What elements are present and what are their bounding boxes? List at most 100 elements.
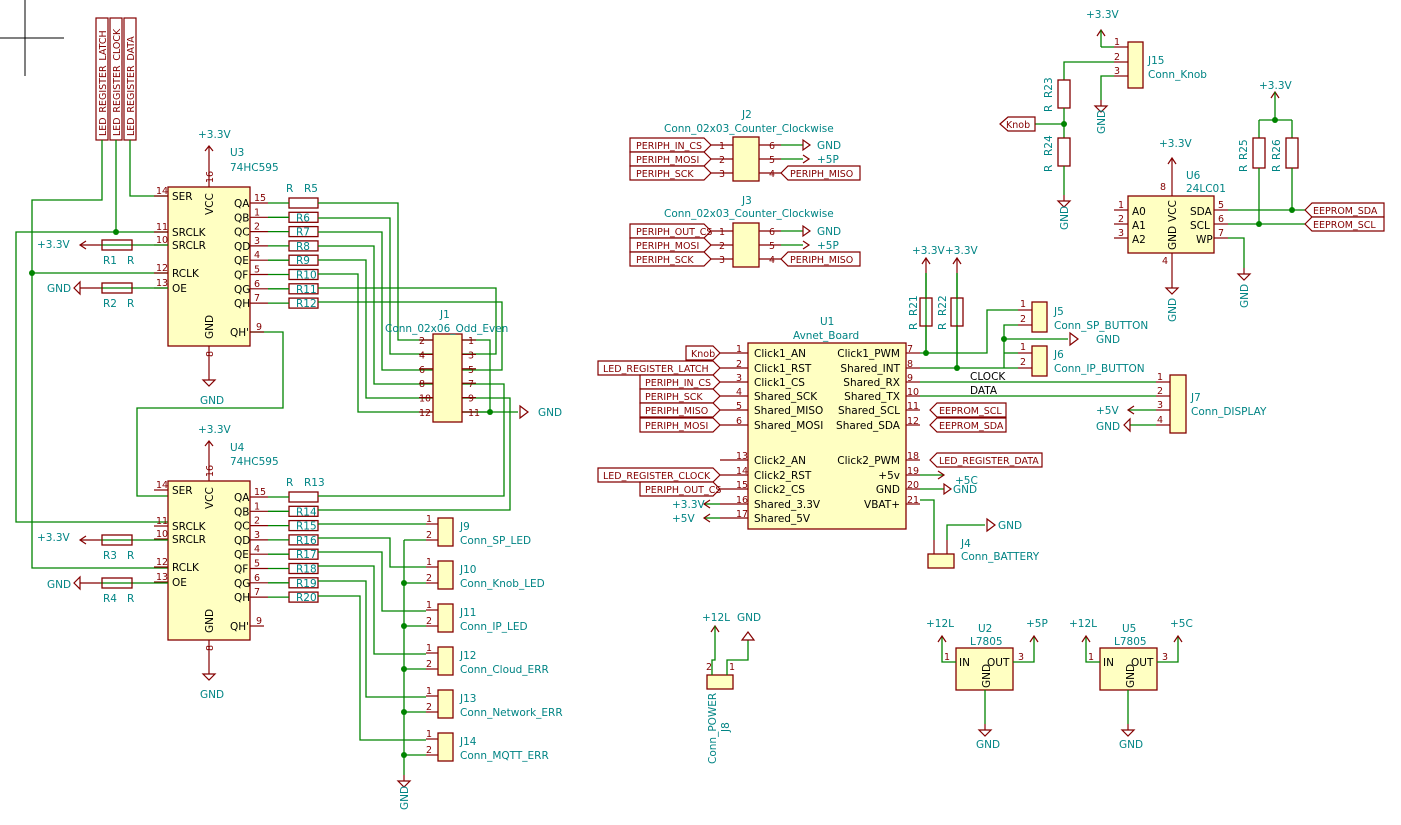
led-connector-ref: J10 — [459, 564, 476, 576]
u4-pin-num: 14 — [156, 480, 168, 491]
svg-text:1: 1 — [1157, 372, 1163, 383]
u4-pin-name: OE — [172, 577, 187, 589]
svg-text:8: 8 — [907, 359, 913, 370]
svg-text:2: 2 — [706, 662, 712, 673]
net-label-text: PERIPH_SCK — [636, 255, 694, 266]
r13-label: R13 — [304, 477, 325, 489]
svg-text:20: 20 — [907, 480, 919, 491]
u6-eeprom: U6 24LC01 A0 A1 A2 SDA SCL WP VCC GND 1 … — [1114, 138, 1385, 322]
svg-text:+3.3V: +3.3V — [912, 245, 945, 257]
u3-pin-name: QB — [234, 212, 249, 224]
led-connector-value: Conn_MQTT_ERR — [460, 750, 549, 762]
svg-text:GND: GND — [204, 315, 216, 339]
u4-pin-name: QA — [234, 492, 250, 504]
u3-pin-name: QH — [234, 298, 250, 310]
svg-text:2: 2 — [419, 336, 425, 347]
u1-pin-name: +5v — [878, 470, 900, 482]
net-label-text: LED_REGISTER_LATCH — [603, 364, 709, 375]
svg-text:1: 1 — [729, 662, 735, 673]
svg-text:7: 7 — [468, 379, 474, 390]
svg-text:3: 3 — [468, 350, 474, 361]
net-label-text: LED_REGISTER_DATA — [939, 456, 1039, 467]
resistor-label: R17 — [296, 549, 317, 561]
svg-text:R: R — [127, 298, 134, 310]
u1-pin-name: Click2_CS — [754, 484, 805, 496]
svg-text:3: 3 — [736, 373, 742, 384]
svg-text:12: 12 — [419, 408, 431, 419]
svg-text:R: R — [1043, 165, 1055, 172]
svg-text:14: 14 — [736, 466, 748, 477]
svg-text:1: 1 — [1088, 652, 1094, 663]
net-label — [639, 388, 721, 404]
svg-text:EEPROM_SDA: EEPROM_SDA — [1313, 206, 1378, 217]
led-connector — [437, 646, 454, 676]
led-connector-value: Conn_Knob_LED — [460, 578, 545, 590]
resistor-label: R18 — [296, 564, 317, 576]
svg-text:R25: R25 — [1238, 139, 1250, 160]
svg-text:R: R — [127, 550, 134, 562]
svg-text:J7: J7 — [1190, 392, 1201, 404]
svg-text:1: 1 — [426, 686, 432, 697]
net-label-text: PERIPH_OUT_CS — [645, 485, 721, 496]
svg-text:GND: GND — [399, 786, 411, 810]
u1-right-routing: GND CLOCK DATA GND — [920, 273, 1156, 540]
svg-text:1: 1 — [719, 141, 725, 152]
svg-text:R24: R24 — [1043, 135, 1055, 156]
svg-text:4: 4 — [419, 350, 425, 361]
net-label — [929, 417, 1007, 433]
svg-text:8: 8 — [1160, 182, 1166, 193]
svg-text:2: 2 — [426, 745, 432, 756]
u4-pin-num: 7 — [254, 587, 260, 598]
net-label-text: EEPROM_SDA — [939, 421, 1004, 432]
svg-text:3: 3 — [1162, 652, 1168, 663]
svg-text:+3.3V: +3.3V — [672, 499, 705, 511]
led-connector-value: Conn_Network_ERR — [460, 707, 563, 719]
u3-pin-num: 1 — [254, 207, 260, 218]
u3-pin-name: SER — [172, 191, 193, 203]
u4-pin-num: 2 — [254, 516, 260, 527]
svg-text:VCC: VCC — [1167, 200, 1179, 222]
led-connectors: 12J9Conn_SP_LED12J10Conn_Knob_LED12J11Co… — [426, 514, 563, 762]
resistor-label: R11 — [296, 284, 317, 296]
u4-pin-num: 3 — [254, 530, 260, 541]
u1-pin-name: VBAT+ — [864, 499, 900, 511]
net-label — [597, 360, 721, 376]
svg-text:Conn_Knob: Conn_Knob — [1148, 69, 1207, 81]
svg-text:GND: GND — [998, 520, 1022, 532]
svg-text:8: 8 — [205, 645, 216, 651]
svg-text:1: 1 — [1020, 342, 1026, 353]
net-label-text: PERIPH_IN_CS — [645, 378, 711, 389]
net-label — [639, 481, 721, 497]
label-led-latch: LED_REGISTER_LATCH — [98, 30, 109, 136]
svg-text:SDA: SDA — [1190, 206, 1213, 218]
j6-connector: 1 2 J6 Conn_IP_BUTTON — [1018, 342, 1145, 377]
svg-text:GND: GND — [1239, 284, 1251, 308]
net-label — [639, 374, 721, 390]
svg-text:3: 3 — [719, 255, 725, 266]
svg-text:IN: IN — [959, 657, 970, 669]
svg-text:R: R — [1238, 165, 1250, 172]
resistor-label: R20 — [296, 592, 317, 604]
svg-text:R: R — [1043, 105, 1055, 112]
svg-text:+3.3V: +3.3V — [945, 245, 978, 257]
u4-pin-num: 1 — [254, 501, 260, 512]
u1-pin-name: Shared_SCL — [838, 405, 900, 417]
svg-text:5: 5 — [1218, 200, 1224, 211]
u3-pin-name: QD — [234, 241, 250, 253]
svg-text:QH': QH' — [230, 327, 249, 339]
net-label — [780, 165, 861, 181]
svg-text:1: 1 — [1114, 37, 1120, 48]
svg-text:VCC: VCC — [204, 193, 216, 215]
svg-text:DATA: DATA — [970, 385, 998, 397]
svg-text:+5C: +5C — [1170, 618, 1193, 630]
svg-text:9: 9 — [468, 394, 474, 405]
svg-text:+12L: +12L — [702, 612, 730, 624]
u3-pin-name: QA — [234, 198, 250, 210]
svg-text:5: 5 — [736, 401, 742, 412]
svg-text:R: R — [127, 255, 134, 267]
u4-pin-num: 6 — [254, 573, 260, 584]
net-label — [780, 251, 861, 267]
svg-text:Conn_POWER: Conn_POWER — [707, 693, 719, 764]
